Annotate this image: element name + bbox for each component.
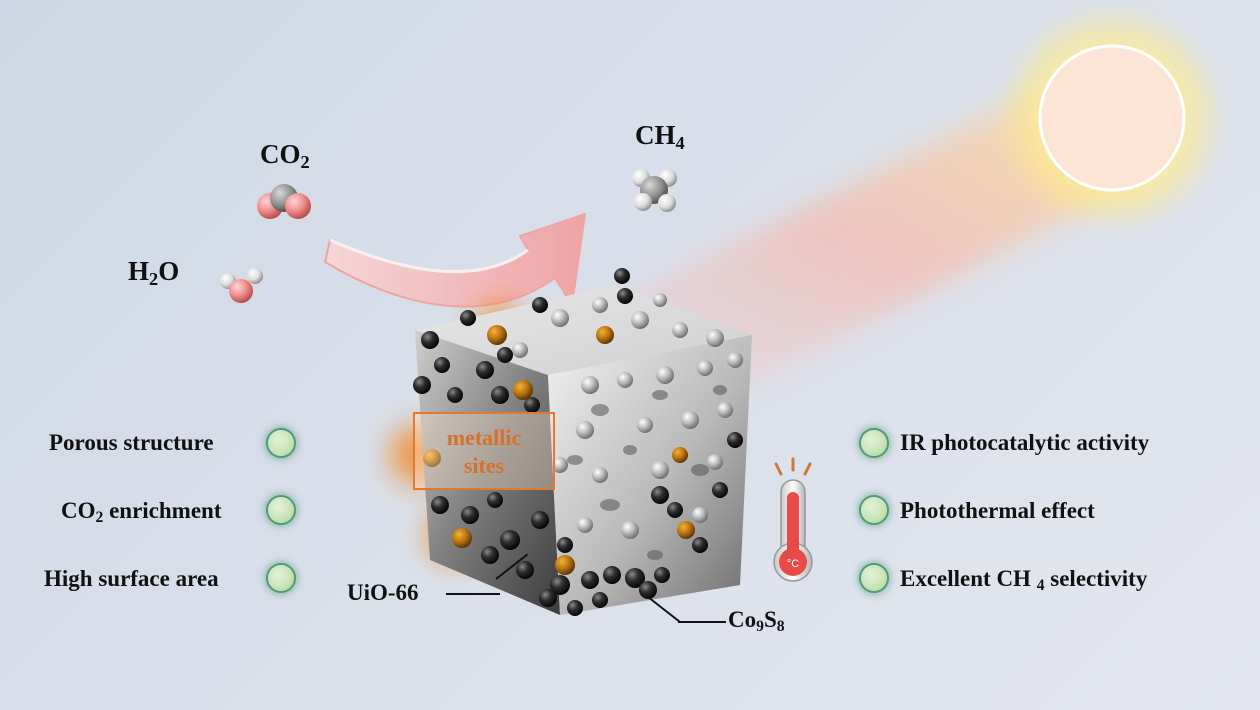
- co9s8-leader-line: [678, 621, 726, 623]
- co2-label: CO2: [260, 139, 310, 173]
- feature-porous-structure: Porous structure: [49, 430, 214, 455]
- feature-photothermal-effect: Photothermal effect: [900, 498, 1095, 523]
- feature-bullet-porous: [268, 430, 294, 456]
- feature-ch4-selectivity: Excellent CH 4 selectivity: [900, 566, 1148, 594]
- thermometer-icon: °C: [773, 457, 813, 582]
- porous-cube-icon: [390, 268, 752, 616]
- feature-ir-photocatalytic: IR photocatalytic activity: [900, 430, 1150, 455]
- ch4-molecule-icon: [632, 169, 677, 212]
- feature-bullet-selectivity: [861, 565, 887, 591]
- uio-66-particles: [512, 293, 743, 539]
- metallic-sites-label: metallic sites: [446, 425, 522, 478]
- feature-bullet-ir: [861, 430, 887, 456]
- co9s8-particles: [413, 268, 743, 616]
- feature-bullet-co2: [268, 497, 294, 523]
- uio-66-label: UiO-66: [347, 580, 419, 605]
- metallic-site-particles: [423, 325, 695, 575]
- ch4-label: CH4: [635, 120, 685, 154]
- h2o-label: H2O: [128, 256, 180, 290]
- sun-icon: [997, 3, 1227, 233]
- feature-high-surface-area: High surface area: [44, 566, 219, 591]
- co2-molecule-icon: [257, 184, 311, 219]
- metallic-sites-box: [413, 412, 555, 490]
- reaction-arrow-icon: [323, 212, 587, 308]
- thermometer-unit-label: °C: [787, 558, 799, 570]
- co9s8-label: Co9S8: [728, 607, 785, 635]
- uio-66-leader-line: [446, 593, 500, 595]
- feature-co2-enrichment: CO2 enrichment: [61, 498, 222, 526]
- feature-bullet-photothermal: [861, 497, 887, 523]
- feature-bullet-surface: [268, 565, 294, 591]
- h2o-molecule-icon: [220, 268, 263, 303]
